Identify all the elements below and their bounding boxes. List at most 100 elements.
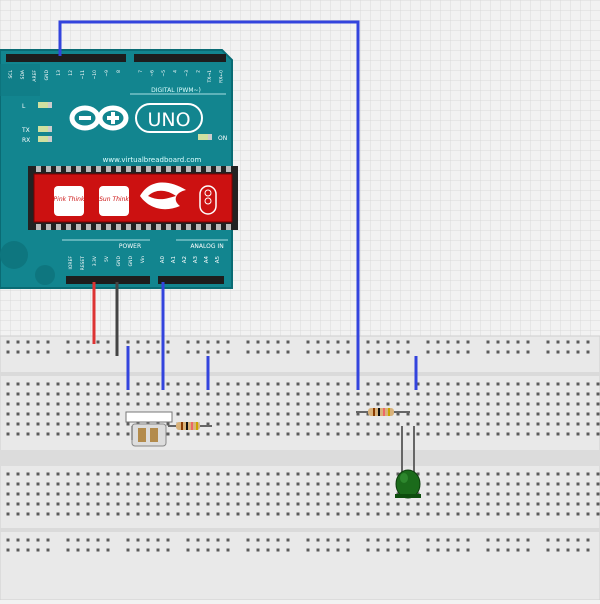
breadboard-hole[interactable] — [96, 482, 100, 486]
breadboard-hole[interactable] — [136, 512, 140, 516]
breadboard-hole[interactable] — [306, 382, 310, 386]
breadboard-hole[interactable] — [26, 432, 30, 436]
breadboard-hole[interactable] — [126, 512, 130, 516]
breadboard-hole[interactable] — [176, 502, 180, 506]
breadboard-hole[interactable] — [276, 350, 280, 354]
breadboard-hole[interactable] — [356, 422, 360, 426]
breadboard-hole[interactable] — [116, 392, 120, 396]
breadboard-hole[interactable] — [506, 482, 510, 486]
breadboard-hole[interactable] — [556, 502, 560, 506]
breadboard-hole[interactable] — [136, 402, 140, 406]
breadboard-hole[interactable] — [106, 512, 110, 516]
breadboard-hole[interactable] — [66, 422, 70, 426]
breadboard-hole[interactable] — [486, 340, 490, 344]
breadboard-hole[interactable] — [286, 422, 290, 426]
breadboard-hole[interactable] — [386, 492, 390, 496]
breadboard-hole[interactable] — [516, 538, 520, 542]
breadboard-hole[interactable] — [196, 382, 200, 386]
breadboard-hole[interactable] — [86, 402, 90, 406]
breadboard-hole[interactable] — [576, 412, 580, 416]
breadboard-hole[interactable] — [146, 502, 150, 506]
breadboard-hole[interactable] — [126, 432, 130, 436]
breadboard-hole[interactable] — [196, 402, 200, 406]
breadboard-hole[interactable] — [286, 492, 290, 496]
breadboard-hole[interactable] — [66, 492, 70, 496]
breadboard-hole[interactable] — [46, 482, 50, 486]
breadboard-hole[interactable] — [196, 392, 200, 396]
breadboard-hole[interactable] — [126, 538, 130, 542]
breadboard-hole[interactable] — [76, 340, 80, 344]
breadboard-hole[interactable] — [266, 492, 270, 496]
breadboard-hole[interactable] — [66, 382, 70, 386]
breadboard-hole[interactable] — [146, 548, 150, 552]
breadboard-hole[interactable] — [436, 432, 440, 436]
breadboard-hole[interactable] — [396, 472, 400, 476]
photoresistor[interactable] — [125, 411, 173, 447]
breadboard-hole[interactable] — [36, 382, 40, 386]
breadboard-hole[interactable] — [316, 432, 320, 436]
breadboard-hole[interactable] — [456, 392, 460, 396]
breadboard-hole[interactable] — [216, 512, 220, 516]
breadboard-hole[interactable] — [466, 548, 470, 552]
breadboard-hole[interactable] — [96, 422, 100, 426]
breadboard-hole[interactable] — [426, 512, 430, 516]
breadboard-hole[interactable] — [586, 482, 590, 486]
breadboard-hole[interactable] — [396, 340, 400, 344]
breadboard-hole[interactable] — [186, 392, 190, 396]
breadboard-hole[interactable] — [366, 402, 370, 406]
breadboard-hole[interactable] — [26, 422, 30, 426]
breadboard-hole[interactable] — [356, 412, 360, 416]
breadboard-hole[interactable] — [476, 402, 480, 406]
breadboard-hole[interactable] — [216, 340, 220, 344]
breadboard-hole[interactable] — [76, 350, 80, 354]
breadboard-hole[interactable] — [326, 512, 330, 516]
breadboard-hole[interactable] — [276, 412, 280, 416]
breadboard-hole[interactable] — [396, 412, 400, 416]
breadboard-hole[interactable] — [16, 340, 20, 344]
breadboard-hole[interactable] — [346, 422, 350, 426]
breadboard-hole[interactable] — [556, 402, 560, 406]
breadboard-hole[interactable] — [96, 340, 100, 344]
breadboard-hole[interactable] — [76, 538, 80, 542]
breadboard-hole[interactable] — [546, 502, 550, 506]
breadboard-hole[interactable] — [146, 482, 150, 486]
breadboard-hole[interactable] — [296, 472, 300, 476]
breadboard-hole[interactable] — [256, 548, 260, 552]
breadboard-hole[interactable] — [196, 432, 200, 436]
breadboard-hole[interactable] — [116, 402, 120, 406]
breadboard-hole[interactable] — [586, 432, 590, 436]
breadboard-hole[interactable] — [216, 502, 220, 506]
breadboard-hole[interactable] — [326, 502, 330, 506]
breadboard-hole[interactable] — [266, 538, 270, 542]
breadboard-hole[interactable] — [436, 350, 440, 354]
breadboard-hole[interactable] — [576, 538, 580, 542]
breadboard-hole[interactable] — [26, 382, 30, 386]
breadboard-hole[interactable] — [206, 512, 210, 516]
breadboard-hole[interactable] — [526, 350, 530, 354]
breadboard-hole[interactable] — [426, 350, 430, 354]
breadboard-hole[interactable] — [476, 502, 480, 506]
breadboard-hole[interactable] — [76, 472, 80, 476]
breadboard-hole[interactable] — [166, 432, 170, 436]
breadboard-hole[interactable] — [86, 472, 90, 476]
breadboard-hole[interactable] — [326, 548, 330, 552]
breadboard-hole[interactable] — [176, 492, 180, 496]
breadboard-hole[interactable] — [326, 422, 330, 426]
breadboard-hole[interactable] — [456, 412, 460, 416]
breadboard-hole[interactable] — [136, 502, 140, 506]
breadboard-hole[interactable] — [496, 472, 500, 476]
breadboard-hole[interactable] — [596, 422, 600, 426]
breadboard-hole[interactable] — [466, 512, 470, 516]
breadboard-hole[interactable] — [466, 432, 470, 436]
breadboard-hole[interactable] — [376, 382, 380, 386]
breadboard-hole[interactable] — [406, 548, 410, 552]
breadboard-hole[interactable] — [356, 472, 360, 476]
breadboard-hole[interactable] — [446, 432, 450, 436]
breadboard-hole[interactable] — [346, 538, 350, 542]
breadboard-hole[interactable] — [26, 482, 30, 486]
breadboard-hole[interactable] — [236, 422, 240, 426]
breadboard-hole[interactable] — [256, 402, 260, 406]
breadboard-hole[interactable] — [276, 512, 280, 516]
breadboard-hole[interactable] — [476, 382, 480, 386]
